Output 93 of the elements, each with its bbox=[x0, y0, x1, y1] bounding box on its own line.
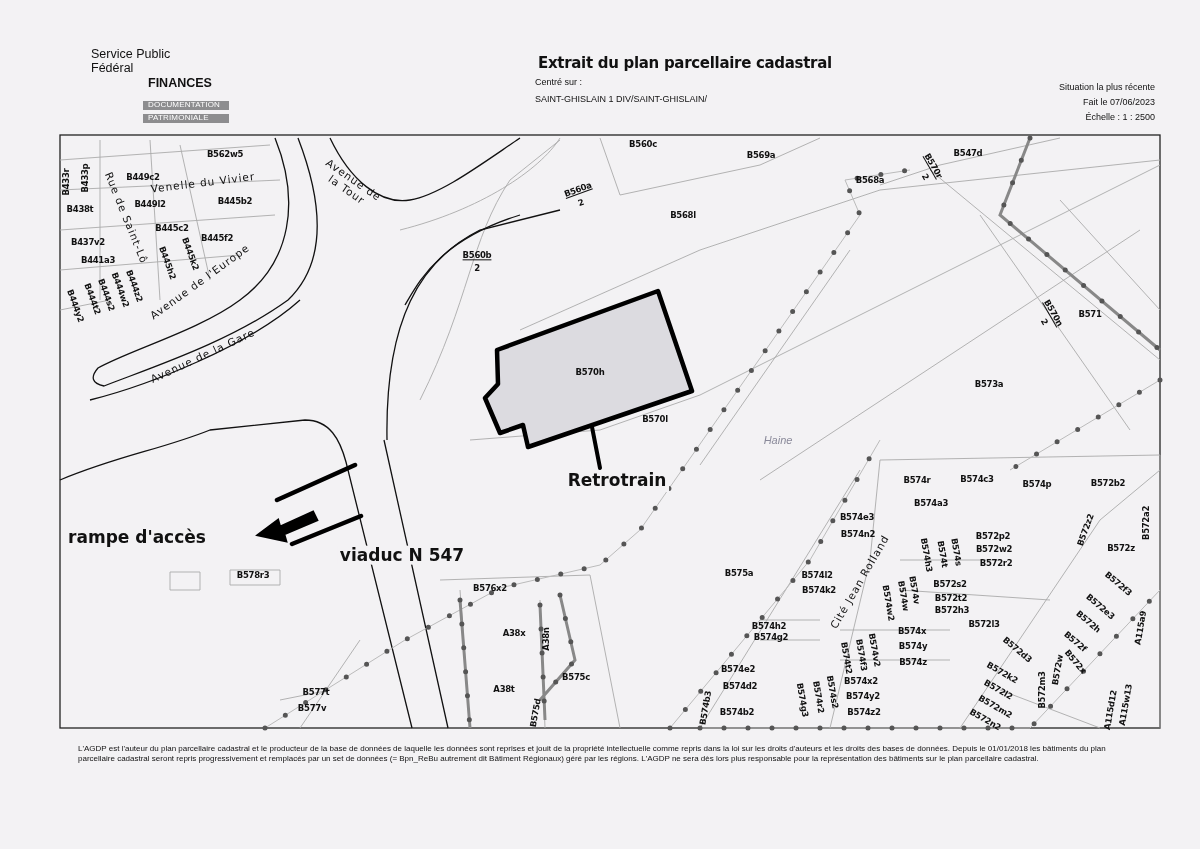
parcel-number: A115w13 bbox=[1117, 683, 1135, 727]
parcel-number: B562w5 bbox=[206, 150, 244, 160]
parcel-number: B574g3 bbox=[794, 682, 810, 718]
parcel-number: B574s bbox=[949, 537, 963, 567]
parcel-number: 2 bbox=[474, 264, 480, 274]
parcel-number: B574f3 bbox=[853, 638, 869, 672]
parcel-number: B568l bbox=[670, 211, 696, 221]
parcel-number: B572b2 bbox=[1090, 479, 1126, 489]
agency-name: Service Public Fédéral bbox=[91, 48, 172, 76]
parcel-number: 2 bbox=[576, 197, 586, 209]
status-text: Situation la plus récente bbox=[1058, 83, 1155, 93]
parcel-number: B574c3 bbox=[960, 475, 994, 485]
parcel-number: B574x bbox=[897, 627, 927, 637]
parcel-number: A38x bbox=[502, 629, 526, 639]
parcel-number: B441a3 bbox=[80, 256, 116, 266]
parcel-number: B574t2 bbox=[838, 641, 854, 675]
parcel-number: B572w bbox=[1050, 654, 1065, 686]
leader-line bbox=[590, 425, 602, 470]
parcel-number: B574w2 bbox=[880, 584, 896, 622]
parcel-number: B575c bbox=[562, 673, 590, 683]
parcel-number: B572t2 bbox=[934, 594, 968, 604]
parcel-number: B578r3 bbox=[236, 571, 270, 581]
parcel-number: B574k2 bbox=[802, 586, 836, 596]
parcel-number: B438t bbox=[66, 205, 94, 215]
parcel-number: B574h2 bbox=[751, 622, 787, 632]
parcel-number: B449l2 bbox=[134, 200, 166, 210]
field-label: Centré sur : bbox=[535, 78, 583, 88]
parcel-number: B572r2 bbox=[979, 559, 1013, 569]
parcel-number: B574s2 bbox=[824, 674, 840, 710]
parcel-number: B433r bbox=[62, 168, 72, 196]
location-text: SAINT-GHISLAIN 1 DIV/SAINT-GHISLAIN/ bbox=[535, 95, 708, 105]
copyright-notice: L'AGDP est l'auteur du plan parcellaire cadastral et le producteur de la base de données de laquelle les données sont reprises et jouit de la propriété intellectuelle comme repris dans la loi sur les droits d'auteurs et les droits des bases de données. Depuis le 01/01/2018 les bâtiments du plan parcellaire cadastral seront repris progressivement et remplacés par un set de données (= Bpn_ReBu autrement dit Bâtiment Régionaux) géré par les régions. L'AGDP ne sera dès lors plus responsable pour la représentation des bâtiments sur le plan parcellaire cadastral. bbox=[78, 744, 1107, 764]
parcel-number: B433p bbox=[81, 163, 91, 193]
department-tag: DOCUMENTATION bbox=[143, 101, 229, 110]
parcel-number: B574r2 bbox=[810, 680, 826, 714]
parcel-number: B560c bbox=[629, 140, 657, 150]
parcel-number: B572w2 bbox=[975, 545, 1013, 555]
parcel-number: A115a9 bbox=[1133, 610, 1149, 646]
parcel-number: B574g2 bbox=[753, 633, 789, 643]
parcel-number: B574n2 bbox=[840, 530, 876, 540]
map-annotation: rampe d'accès bbox=[66, 527, 208, 547]
parcel-number: B574y bbox=[898, 642, 928, 652]
parcel-number: B560a bbox=[563, 180, 593, 199]
parcel-number: B576x2 bbox=[473, 584, 507, 594]
parcel-number: B569a bbox=[746, 151, 776, 161]
parcel-number: A38t bbox=[493, 685, 515, 695]
parcel-number: B572s2 bbox=[933, 580, 967, 590]
parcel-number: B577v bbox=[297, 704, 327, 714]
parcel-number: B574e2 bbox=[720, 665, 756, 675]
parcel-number: B574a3 bbox=[913, 499, 949, 509]
parcel-number: B574b3 bbox=[698, 690, 714, 726]
parcel-number: B572h3 bbox=[934, 606, 970, 616]
parcel-number: B574h3 bbox=[918, 537, 934, 573]
title: Extrait du plan parcellaire cadastral bbox=[538, 54, 832, 72]
parcel-number: B445c2 bbox=[155, 224, 189, 234]
parcel-number: B577t bbox=[302, 688, 330, 698]
parcel-number: B575a bbox=[724, 569, 754, 579]
parcel-number: B574y2 bbox=[846, 692, 880, 702]
parcel-number: B574b2 bbox=[719, 708, 755, 718]
parcel-number: B574t bbox=[935, 540, 949, 568]
parcel-number: B574d2 bbox=[722, 682, 758, 692]
parcel-number: B568a bbox=[855, 176, 885, 186]
parcel-number: B574z2 bbox=[847, 708, 881, 718]
parcel-number: B572p2 bbox=[975, 532, 1011, 542]
parcel-number: B575d bbox=[528, 698, 544, 728]
parcel-number: B574r bbox=[903, 476, 931, 486]
parcel-number: B445b2 bbox=[217, 197, 253, 207]
parcel-number: A38n bbox=[542, 627, 552, 651]
parcel-number: B573a bbox=[974, 380, 1004, 390]
parcel-number: B574e3 bbox=[839, 513, 875, 523]
department-tag: PATRIMONIALE bbox=[143, 114, 229, 123]
date-text: Fait le 07/06/2023 bbox=[1082, 98, 1155, 108]
parcel-number: B574p bbox=[1022, 480, 1052, 490]
parcel-number: B570h bbox=[575, 368, 605, 378]
parcel-number: B547d bbox=[953, 149, 983, 159]
agency-name: FINANCES bbox=[148, 77, 212, 91]
parcel-number: B572m3 bbox=[1038, 671, 1048, 709]
scale-text: Échelle : 1 : 2500 bbox=[1085, 113, 1155, 123]
parcel-number: B572l3 bbox=[968, 620, 1000, 630]
parcel-number: B574l2 bbox=[801, 571, 833, 581]
parcel-number: B449c2 bbox=[126, 173, 160, 183]
parcel-number: B437v2 bbox=[71, 238, 105, 248]
parcel-number: B574v2 bbox=[866, 632, 882, 668]
river-name: Haine bbox=[763, 433, 793, 447]
parcel-number: B572a2 bbox=[1142, 505, 1152, 541]
parcel-number: B445f2 bbox=[201, 234, 233, 244]
parcel-number: B574x2 bbox=[844, 677, 878, 687]
parcel-number: B560b bbox=[462, 251, 492, 261]
parcel-number: B571 bbox=[1078, 310, 1102, 320]
parcel-number: B574z bbox=[899, 658, 927, 668]
parcel-number: B570l bbox=[642, 415, 668, 425]
parcel-number: B572z bbox=[1107, 544, 1135, 554]
parcel-number: A115d12 bbox=[1102, 689, 1119, 731]
